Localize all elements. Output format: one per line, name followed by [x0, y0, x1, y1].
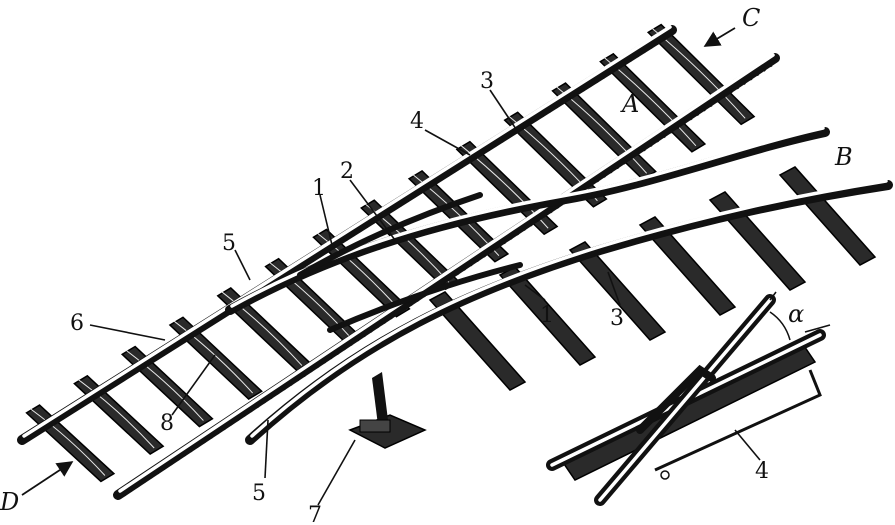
switch-blade-1: [297, 192, 483, 278]
sleeper: [25, 404, 116, 483]
label-8: 8: [160, 411, 174, 436]
label-1-upper: 1: [312, 176, 326, 201]
label-5-upper: 5: [222, 231, 236, 256]
switch-mechanism: [348, 372, 427, 449]
label-a: A: [620, 90, 639, 118]
label-2: 2: [340, 159, 354, 184]
label-c: C: [742, 4, 760, 32]
sleeper: [73, 374, 165, 455]
sleeper: [168, 316, 263, 400]
angle-alpha-arc: [769, 311, 791, 341]
diverging-rail-outer: [245, 180, 893, 445]
label-1-lower: 1: [540, 303, 554, 328]
label-6: 6: [70, 311, 84, 336]
main-rail-left: [17, 25, 677, 445]
label-5-lower: 5: [252, 481, 266, 506]
sleeper: [216, 287, 313, 373]
label-3-upper: 3: [480, 69, 494, 94]
switch-blade-2: [327, 262, 523, 333]
label-4-inset: 4: [755, 459, 769, 484]
sleeper-turnout: [638, 216, 737, 316]
sleepers: [25, 23, 877, 483]
sleeper-turnout: [568, 241, 667, 341]
label-d: D: [0, 488, 19, 516]
main-track: [17, 25, 780, 500]
direction-arrow-d: [21, 461, 74, 496]
label-4-upper: 4: [410, 109, 424, 134]
leader-lines: [89, 89, 761, 506]
label-7: 7: [308, 503, 322, 525]
label-alpha: α: [788, 300, 804, 328]
direction-arrow-c: [703, 27, 736, 47]
frog-inset: [546, 291, 831, 506]
main-rail-right: [113, 53, 780, 500]
label-b: B: [834, 143, 853, 171]
switch-blades: [297, 192, 523, 333]
sleeper-turnout: [778, 166, 877, 266]
sleeper-turnout: [428, 291, 527, 391]
label-3-lower: 3: [610, 306, 624, 331]
